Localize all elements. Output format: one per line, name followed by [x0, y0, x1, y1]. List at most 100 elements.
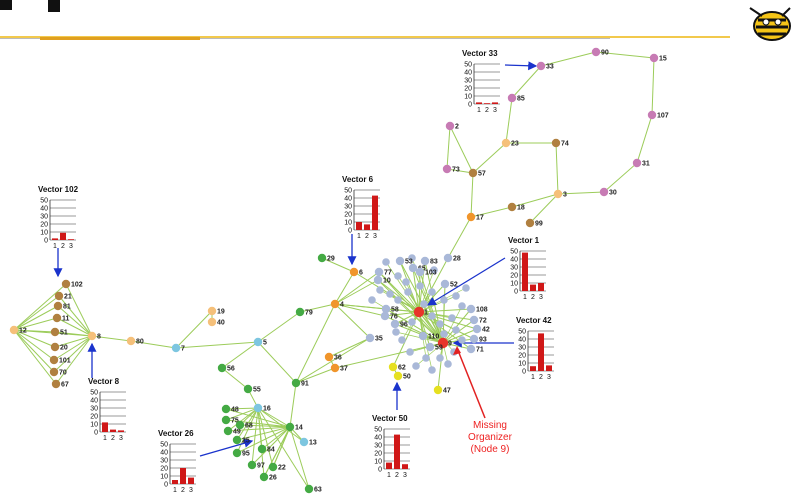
edge: [603, 162, 638, 193]
vector-category-label: 3: [189, 487, 193, 494]
node-label: 80: [136, 339, 144, 346]
edge: [511, 65, 542, 99]
node-label: 71: [476, 347, 484, 354]
network-node: [437, 337, 449, 349]
node-label: 14: [295, 425, 303, 432]
edge: [470, 206, 513, 218]
vector-tick-label: 10: [518, 361, 526, 368]
network-node: [126, 336, 136, 346]
edge: [334, 303, 387, 310]
node-label: 97: [257, 463, 265, 470]
network-node: [466, 344, 476, 354]
vector-tick-label: 0: [94, 430, 98, 437]
network-node: [507, 202, 517, 212]
vector-category-label: 3: [403, 472, 407, 479]
vector-tick-label: 40: [374, 435, 382, 442]
vector-tick-label: 30: [518, 345, 526, 352]
vector-tick-label: 20: [344, 212, 352, 219]
network-node: [458, 336, 466, 344]
network-node: [382, 258, 390, 266]
vector-tick-label: 10: [464, 94, 472, 101]
vector-tick-label: 10: [510, 281, 518, 288]
network-node: [553, 189, 563, 199]
node-label: 18: [517, 205, 525, 212]
vector-chart-title: Vector 8: [88, 377, 120, 386]
node-label: 37: [340, 366, 348, 373]
edge: [13, 305, 59, 331]
edge: [295, 337, 371, 384]
vector-tick-label: 0: [514, 289, 518, 296]
vector-tick-label: 20: [464, 86, 472, 93]
vector-bar: [484, 103, 490, 104]
network-node: [525, 218, 535, 228]
network-node: [472, 324, 482, 334]
node-label: 2: [455, 124, 459, 131]
edge: [225, 407, 259, 410]
edge: [557, 191, 605, 195]
edge: [13, 329, 55, 373]
node-label: 76: [390, 314, 398, 321]
network-node: [247, 460, 257, 470]
vector-tick-label: 30: [510, 265, 518, 272]
node-label: 73: [452, 167, 460, 174]
vector-bar: [188, 477, 194, 484]
network-node: [291, 378, 301, 388]
edge: [13, 295, 60, 331]
edge: [334, 342, 444, 369]
edge: [446, 168, 474, 174]
network-node: [469, 334, 479, 344]
network-node: [365, 333, 375, 343]
node-label: 29: [327, 256, 335, 263]
edge: [257, 407, 310, 490]
vector-tick-label: 20: [510, 273, 518, 280]
edge: [472, 142, 507, 174]
network-node: [53, 301, 63, 311]
vector-category-label: 1: [103, 435, 107, 442]
yellow-jacket-mascot-icon: [749, 7, 791, 41]
network-node: [52, 313, 62, 323]
network-node: [442, 164, 452, 174]
vector-tick-label: 20: [160, 466, 168, 473]
edge: [636, 114, 653, 164]
vector-category-label: 1: [53, 243, 57, 250]
network-node: [422, 354, 430, 362]
edge: [377, 279, 420, 313]
network-node: [9, 325, 19, 335]
network-node: [368, 296, 376, 304]
network-node: [324, 352, 334, 362]
edge: [540, 51, 597, 67]
edge: [13, 317, 58, 331]
network-node: [428, 366, 436, 374]
edge: [385, 261, 420, 313]
vector-category-label: 2: [111, 435, 115, 442]
edge: [295, 303, 336, 384]
edge: [334, 271, 380, 305]
vector-tick-label: 40: [160, 450, 168, 457]
missing-organizer-annotation: Missing Organizer (Node 9): [453, 346, 513, 455]
node-label: 75: [231, 418, 239, 425]
edge: [257, 341, 297, 384]
vector-tick-label: 10: [160, 474, 168, 481]
network-node: [443, 253, 453, 263]
vector-tick-label: 50: [374, 427, 382, 434]
vector-tick-label: 20: [40, 222, 48, 229]
node-label: 83: [430, 259, 438, 266]
edge: [401, 311, 420, 341]
node-label: 95: [242, 451, 250, 458]
vector-bar: [492, 102, 498, 104]
vector-category-label: 1: [357, 233, 361, 240]
network-node: [469, 315, 479, 325]
node-label: 15: [659, 56, 667, 63]
edge: [53, 335, 93, 361]
edge: [651, 57, 655, 116]
network-node: [295, 307, 305, 317]
vector-bar: [180, 468, 186, 484]
network-node: [207, 306, 217, 316]
network-node: [468, 168, 478, 178]
annotation-line-3: (Node 9): [471, 444, 510, 455]
network-node: [299, 437, 309, 447]
node-label: 53: [405, 259, 413, 266]
network-node: [330, 363, 340, 373]
node-label: 72: [479, 318, 487, 325]
